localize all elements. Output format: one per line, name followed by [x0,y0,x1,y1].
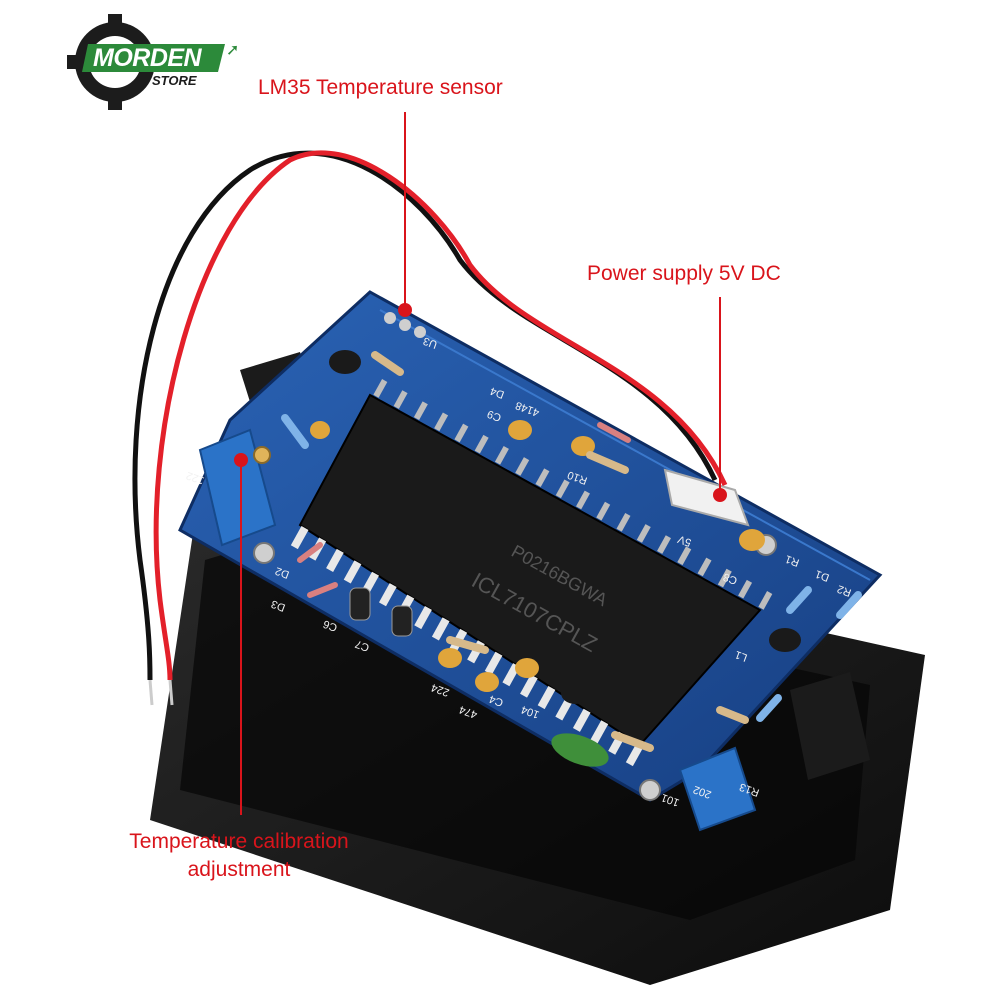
chip-pin [434,412,449,432]
silkscreen-label: 5V [676,532,693,548]
power-wires [132,150,728,706]
chip-pin [596,501,611,521]
chip-pin [378,583,397,607]
chip-pin [484,651,503,675]
silkscreen-label: C8 [722,570,739,586]
chip-pin [572,708,591,732]
silkscreen-label: D1 [814,567,831,583]
chip-pin [535,468,550,487]
chip-pin [515,457,530,476]
silkscreen-label: 224 [430,681,451,699]
chip-pin [636,524,651,543]
chip-pin [373,379,388,398]
silkscreen-label: 104 [520,703,541,721]
callout-lm35-sensor: LM35 Temperature sensor [258,76,503,99]
silkscreen-label: U3 [422,334,439,350]
power-connector [663,468,750,527]
chip-pin [520,674,538,698]
chip-pin [290,526,309,550]
chip-pin [454,423,469,443]
silkscreen-label: C9 [486,407,503,423]
silkscreen-label: D4 [489,384,506,400]
chip-pin [758,591,773,610]
chip-pin [575,490,590,510]
chip-pin [616,512,631,532]
chip-pin [474,434,489,454]
chip-pin [326,548,344,573]
chip-pin [555,479,570,499]
inductor [551,733,609,767]
store-logo: ➚ [67,14,239,110]
transistors [329,350,801,704]
silkscreen-label: 101 [660,791,681,809]
chip-pin [738,579,753,599]
chip-pin [413,401,428,421]
silkscreen-label: R2 [836,582,853,598]
chip-pin [717,568,732,588]
arrow-icon: ➚ [226,42,239,59]
silkscreen-label: D2 [274,564,291,580]
silkscreen-label: 474 [458,703,479,721]
silkscreen-label: C6 [322,617,339,633]
callout-calibration-line-2: adjustment [187,858,291,882]
resistors [281,351,862,752]
callout-calibration-line-1: Temperature calibration [129,830,349,853]
silkscreen-label: L1 [733,648,749,663]
chip-pin [414,606,432,630]
silkscreen-label: D3 [270,597,287,613]
chip-pin [393,390,408,409]
chip-pin [697,557,712,577]
chip-pin [494,446,509,465]
trimmer-potentiometers [198,428,757,832]
logo-subtitle: STORE [152,73,197,88]
capacitors [310,420,765,692]
silkscreen-label: 202 [692,783,713,801]
silkscreen-label: 122 [185,469,206,487]
chip-pin [677,546,692,566]
lm35-sensor [384,312,426,338]
ic-chip: ICL7107CPLZ P0216BGWA [298,393,762,747]
silkscreen-label: C7 [354,637,371,653]
chip-pin [657,535,672,554]
chip-pin [343,560,362,584]
silkscreen-label: C4 [488,692,505,708]
chip-pin [555,697,573,721]
chip-pin [590,720,609,744]
chip-pin [625,743,644,767]
callout-power-supply: Power supply 5V DC [587,262,781,285]
chip-pin [431,617,450,641]
callout-leaders [234,112,727,815]
callout-temperature-calibration: Temperature calibration adjustment [116,828,362,885]
logo-wordmark: MORDEN [93,44,202,72]
chip-pin [537,685,556,710]
silkscreen-label: R1 [784,552,801,568]
